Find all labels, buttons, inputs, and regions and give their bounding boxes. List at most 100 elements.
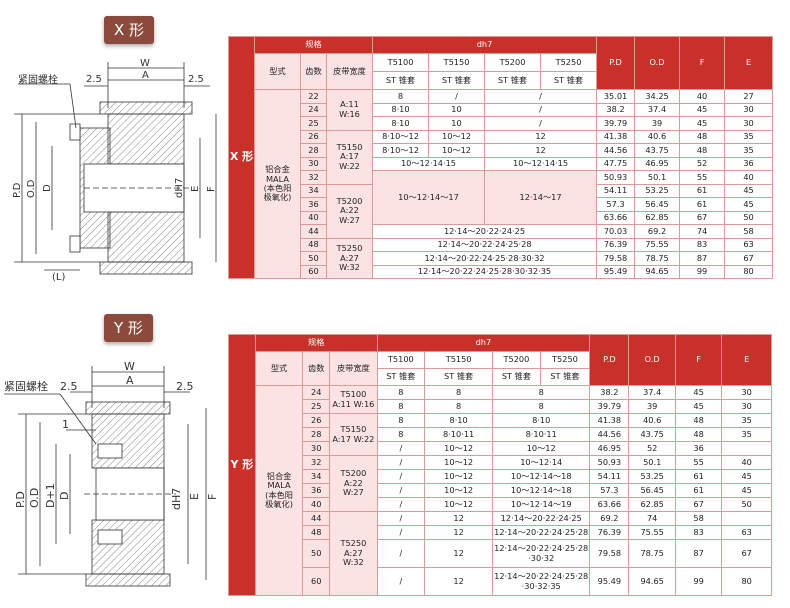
y-bore: 10～12 <box>424 455 494 470</box>
x-od: 43.75 <box>634 143 681 158</box>
y-head-od: O.D <box>628 334 676 386</box>
x-head-teeth: 齿数 <box>300 53 327 90</box>
y-od: 43.75 <box>628 427 676 442</box>
x-bore: 10～12 <box>428 129 485 144</box>
x-head-dh7: dh7 <box>371 36 598 54</box>
y-head-spec: 规格 <box>254 334 378 352</box>
x-pd: 63.66 <box>596 210 636 225</box>
y-type-pulley-drawing: 紧固螺栓 W A 2.5 2.5 1 P.D O.D D+1 D dH7 E F <box>4 360 219 587</box>
y-bore: 8 <box>376 385 426 400</box>
x-f-label: F <box>206 186 217 192</box>
x-e: 35 <box>724 143 774 158</box>
x-bore: / <box>483 116 598 131</box>
y-pd: 63.66 <box>589 497 630 512</box>
y-bore: 8·10·11 <box>424 427 494 442</box>
y-e: 35 <box>721 413 772 428</box>
x-pd: 79.58 <box>596 251 636 266</box>
x-e: 40 <box>724 170 774 185</box>
x-bore: / <box>483 89 598 104</box>
x-type-spec-table: X 形 规格 dh7 P.D O.D F E 型式 齿数 皮带宽度 T5100 … <box>228 36 774 279</box>
y-teeth: 24 <box>302 385 331 400</box>
y-e: 50 <box>721 497 772 512</box>
y-width: T5250 A:27 W:32 <box>329 511 378 596</box>
x-head-od: O.D <box>634 36 681 90</box>
x-bore: 10 <box>428 102 485 117</box>
y-d-label: D <box>58 492 71 500</box>
x-head-type: 型式 <box>254 53 301 90</box>
x-od: 39 <box>634 116 681 131</box>
x-od: 34.25 <box>634 89 681 104</box>
x-head-f: F <box>679 36 726 90</box>
x-bore: 10～12·14·15 <box>372 156 485 171</box>
y-bore: / <box>376 441 426 456</box>
y-width: T5100 A:11 W:16 <box>329 385 378 414</box>
x-bore: 12·14～20·22·24·25·28·30·32 <box>371 251 598 266</box>
y-material: 铝合金 MALA (本色阳 极氧化) <box>254 385 304 596</box>
x-teeth: 36 <box>300 197 327 212</box>
y-head-width: 皮带宽度 <box>329 351 378 386</box>
x-od: 50.1 <box>634 170 681 185</box>
y-od: 75.55 <box>628 525 676 540</box>
y-bore: / <box>376 511 426 526</box>
x-type-badge: X 形 <box>104 16 155 44</box>
y-head-type: 型式 <box>254 351 304 386</box>
x-bore: 8·10 <box>372 116 429 131</box>
y-bore: / <box>376 567 426 596</box>
y-one-label: 1 <box>62 418 69 431</box>
x-f: 45 <box>679 116 726 131</box>
x-bore: 8·10 <box>372 102 429 117</box>
y-head-pd: P.D <box>589 334 630 386</box>
y-bore: 10～12·14～19 <box>492 497 591 512</box>
x-teeth: 48 <box>300 237 327 252</box>
x-teeth: 28 <box>300 143 327 158</box>
x-od: 56.45 <box>634 197 681 212</box>
x-bore: 12·14～20·22·24·25·28·30·32·35 <box>371 264 598 279</box>
y-pd: 57.3 <box>589 483 630 498</box>
x-teeth: 34 <box>300 183 327 198</box>
y-e: 45 <box>721 469 772 484</box>
x-head-t5200: T5200 <box>484 53 541 72</box>
x-f: 45 <box>679 102 726 117</box>
x-e: 35 <box>724 129 774 144</box>
x-bore: 8 <box>372 89 429 104</box>
x-f: 87 <box>679 251 726 266</box>
y-e: 30 <box>721 399 772 414</box>
y-e: 67 <box>721 539 772 568</box>
y-od: 53.25 <box>628 469 676 484</box>
x-e: 30 <box>724 116 774 131</box>
y-bore: 12·14～20·22·24·25·28 <box>492 525 591 540</box>
x-pd: 41.38 <box>596 129 636 144</box>
x-dh7-label: dH7 <box>174 178 185 198</box>
x-pd: 38.2 <box>596 102 636 117</box>
y-bore: 8 <box>376 399 426 414</box>
x-pd: 76.39 <box>596 237 636 252</box>
x-od: 94.65 <box>634 264 681 279</box>
y-bore: 10～12 <box>424 497 494 512</box>
y-pd: 76.39 <box>589 525 630 540</box>
x-f: 99 <box>679 264 726 279</box>
y-head-t5100: T5100 <box>376 351 426 369</box>
y-od: 39 <box>628 399 676 414</box>
x-od: 78.75 <box>634 251 681 266</box>
y-bore: / <box>376 455 426 470</box>
x-width: A:11 W:16 <box>326 89 373 131</box>
x-side-label: X 形 <box>228 36 255 279</box>
x-width: T5250 A:27 W:32 <box>326 237 373 279</box>
y-bore: 12 <box>424 539 494 568</box>
x-head-st: ST 锥套 <box>539 71 598 90</box>
x-teeth: 26 <box>300 129 327 144</box>
x-e: 45 <box>724 197 774 212</box>
x-pd: 70.03 <box>596 224 636 239</box>
x-head-e: E <box>724 36 774 90</box>
x-e: 67 <box>724 251 774 266</box>
x-l-label: (L) <box>52 272 65 283</box>
x-head-width: 皮带宽度 <box>326 53 373 90</box>
y-head-st: ST 锥套 <box>376 368 426 386</box>
y-od: 94.65 <box>628 567 676 596</box>
x-teeth: 30 <box>300 156 327 171</box>
x-bore: / <box>483 102 598 117</box>
y-od: 62.85 <box>628 497 676 512</box>
y-f: 99 <box>674 567 723 596</box>
y-e: 40 <box>721 455 772 470</box>
x-teeth: 44 <box>300 224 327 239</box>
